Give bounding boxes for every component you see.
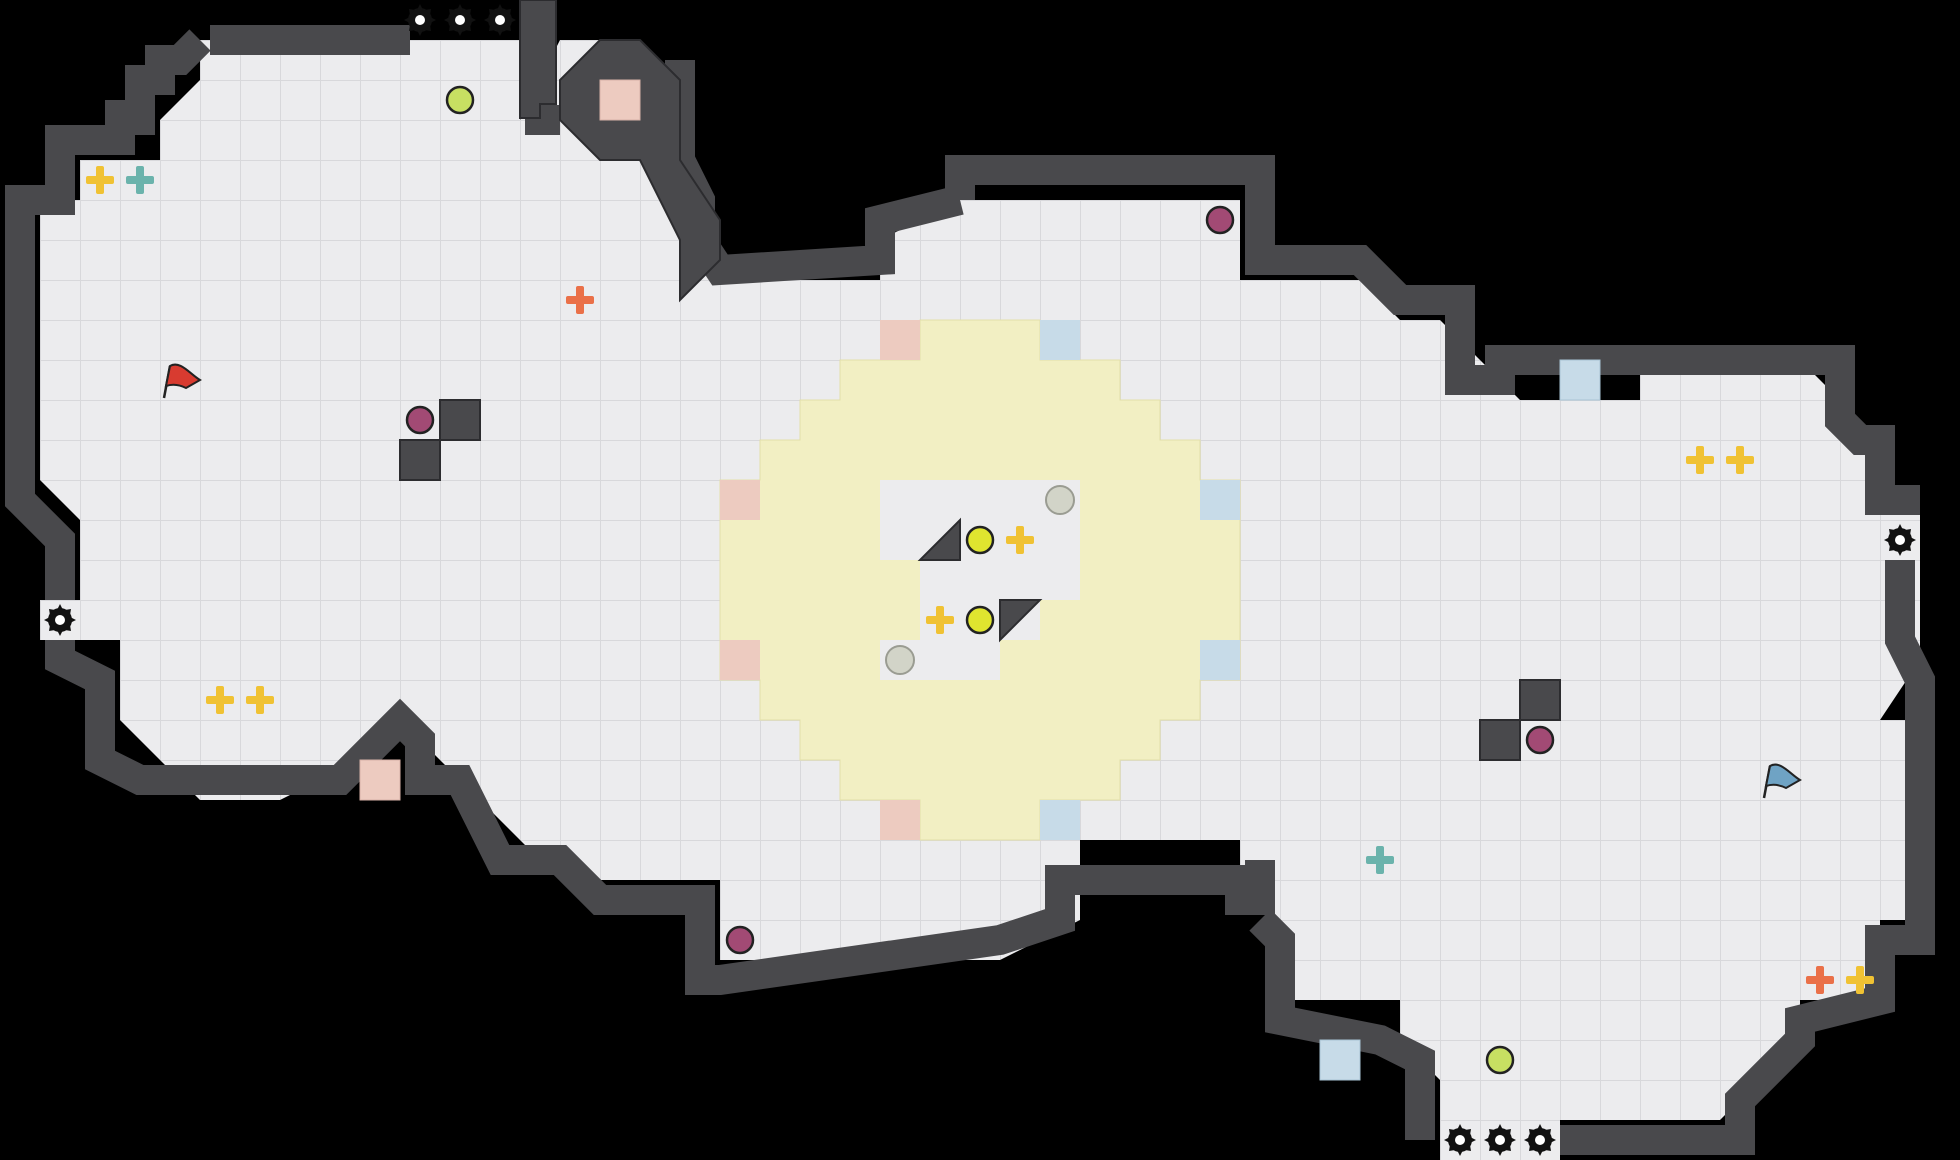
red-gate-tile [599, 79, 641, 121]
red-gate-tile [880, 320, 920, 360]
speed-boost-icon [1485, 1045, 1515, 1075]
walls [5, 25, 1935, 1155]
red-flag-icon [162, 363, 202, 399]
button-icon [965, 525, 995, 555]
red-gate-tile [880, 800, 920, 840]
red-gate-tile [720, 480, 760, 520]
bomb-icon [1205, 205, 1235, 235]
boosts [445, 85, 1515, 1075]
blue-gate-tile [1559, 359, 1601, 401]
bomb-icon [725, 925, 755, 955]
portal-icon [1045, 485, 1075, 515]
bomb-icon [1525, 725, 1555, 755]
blue-flag-icon [1762, 763, 1802, 799]
red-gate-tile [720, 640, 760, 680]
portals [885, 485, 1075, 675]
portal-icon [885, 645, 915, 675]
red-gate-tile [359, 759, 401, 801]
button-icon [965, 605, 995, 635]
blue-gate-tile [1200, 640, 1240, 680]
bomb-icon [405, 405, 435, 435]
gate-tiles [359, 79, 1601, 1081]
blue-gate-tile [1040, 800, 1080, 840]
blue-gate-tile [1040, 320, 1080, 360]
blue-gate-tile [1319, 1039, 1361, 1081]
flags [162, 363, 1802, 799]
speed-boost-icon [445, 85, 475, 115]
bombs [405, 205, 1555, 955]
neutral-zone [719, 319, 1241, 841]
buttons [965, 525, 995, 635]
blue-gate-tile [1200, 480, 1240, 520]
